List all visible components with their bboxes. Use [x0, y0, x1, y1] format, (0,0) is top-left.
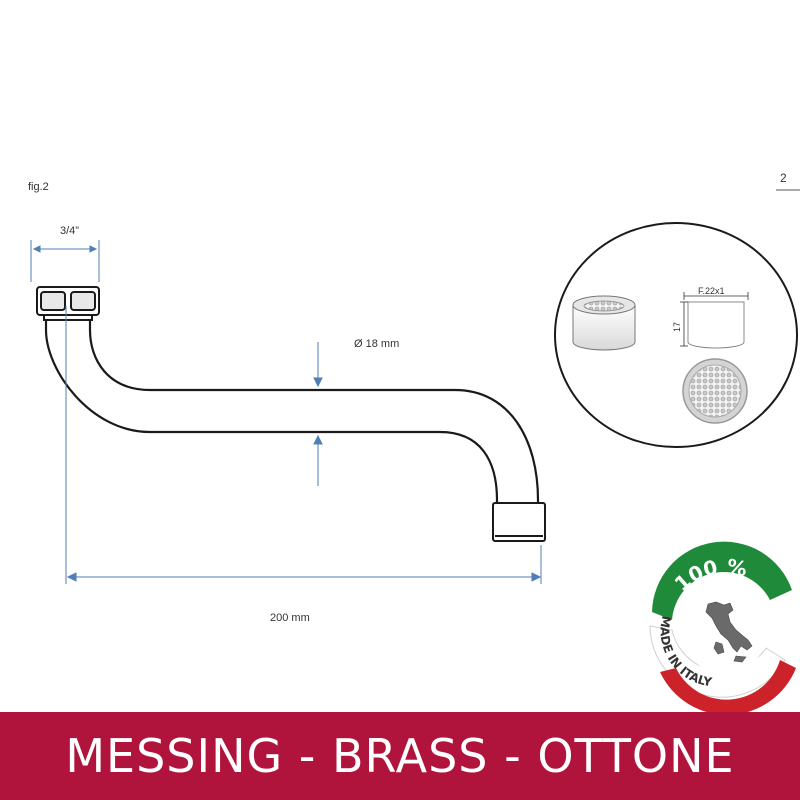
diameter-label: Ø 18 mm	[354, 338, 399, 350]
material-banner: MESSING - BRASS - OTTONE	[0, 712, 800, 800]
thread-dimension	[30, 240, 100, 282]
detail-height-label: 17	[672, 322, 682, 332]
thread-label: 3/4”	[60, 225, 79, 237]
page-number: 2	[780, 171, 787, 185]
figure-label: fig.2	[28, 181, 49, 193]
aerator-detail: F.22x1 17	[554, 222, 798, 448]
made-in-italy-badge: 100 % MADE IN ITALY	[649, 541, 796, 712]
hex-nut	[36, 286, 100, 321]
badge-red-arc	[660, 660, 796, 712]
outlet-sleeve	[492, 502, 546, 542]
badge-green-arc	[652, 541, 792, 620]
aerator-profile	[680, 292, 749, 349]
aerator-mesh-disc	[682, 358, 748, 424]
length-label: 200 mm	[270, 612, 310, 624]
spout-pipe	[44, 314, 540, 505]
aerator-ring	[572, 295, 636, 351]
length-dimension	[65, 306, 542, 584]
detail-thread-label: F.22x1	[698, 286, 725, 296]
technical-drawing: fig.2 2 3/4” Ø 18 mm	[28, 171, 800, 712]
diameter-dimension	[313, 342, 323, 486]
material-banner-text: MESSING - BRASS - OTTONE	[65, 729, 735, 783]
italy-map-icon	[705, 601, 753, 663]
